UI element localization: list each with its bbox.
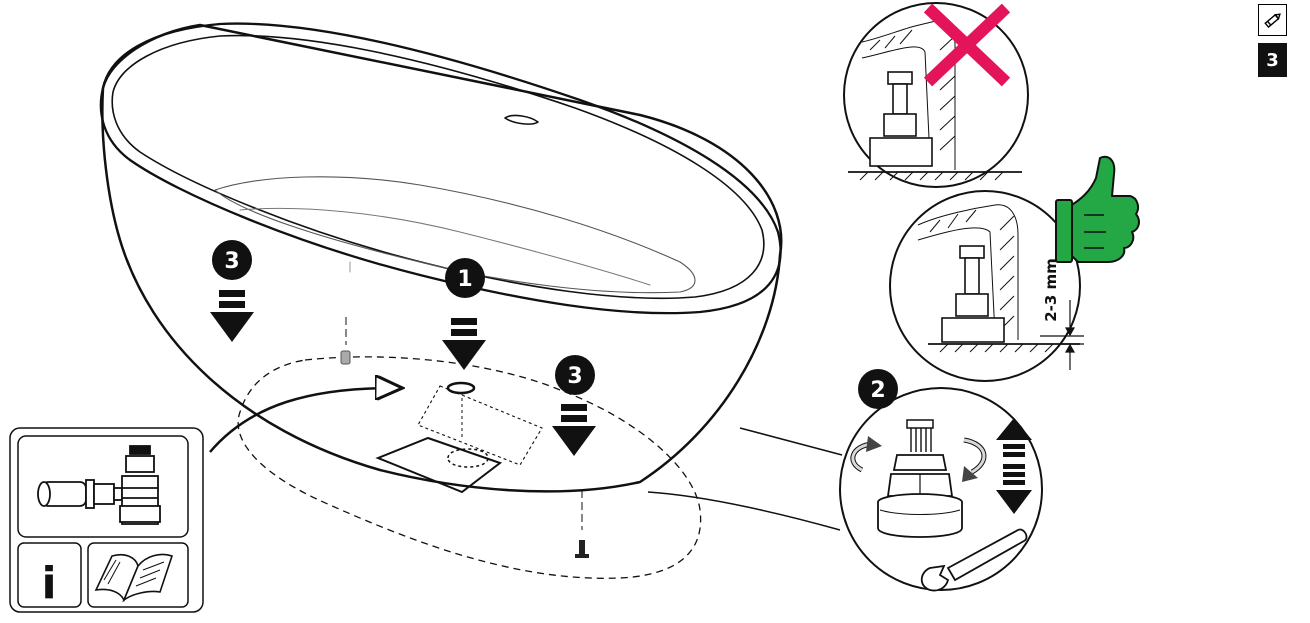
correct-installation-detail: 2-3 mm: [889, 155, 1140, 382]
step-1-badge: 1: [445, 258, 485, 298]
red-cross-icon: [923, 3, 1011, 87]
svg-text:3: 3: [567, 364, 582, 389]
info-icon: i: [41, 558, 56, 609]
step-3-badge-right: 3: [555, 355, 595, 395]
step-3-badge-left: 3: [212, 240, 252, 280]
adjust-foot-detail: 2: [839, 369, 1043, 592]
drain-cutout: [375, 385, 543, 494]
step-3-arrow-right: [552, 404, 596, 456]
bathtub: [99, 22, 783, 493]
pencil-icon: [1263, 13, 1281, 29]
wrong-installation-detail: [843, 2, 1029, 188]
wrench-icon: [920, 528, 1028, 592]
floor-footprint: [237, 356, 702, 579]
svg-text:i: i: [41, 558, 56, 609]
drain-siphon-icon: [37, 445, 161, 525]
fixing-screw-right: [575, 490, 589, 558]
gap-dimension-label: 2-3 mm: [1042, 258, 1060, 322]
step-3-arrow-left: [210, 290, 254, 342]
page-number: 3: [1258, 43, 1287, 77]
manual-book-icon: [94, 553, 174, 603]
step-1-arrow: [442, 318, 486, 370]
siphon-insert-arrow: [209, 388, 400, 453]
thumbs-up-icon: [1055, 155, 1140, 263]
pencil-tab: [1258, 4, 1287, 36]
magnify-leader: [647, 427, 843, 531]
svg-text:2: 2: [870, 378, 885, 403]
svg-text:1: 1: [457, 267, 472, 292]
fixing-screw-left: [340, 317, 351, 365]
drain-seal-ring: [446, 381, 476, 395]
side-panel: [9, 427, 204, 613]
svg-text:3: 3: [224, 249, 239, 274]
